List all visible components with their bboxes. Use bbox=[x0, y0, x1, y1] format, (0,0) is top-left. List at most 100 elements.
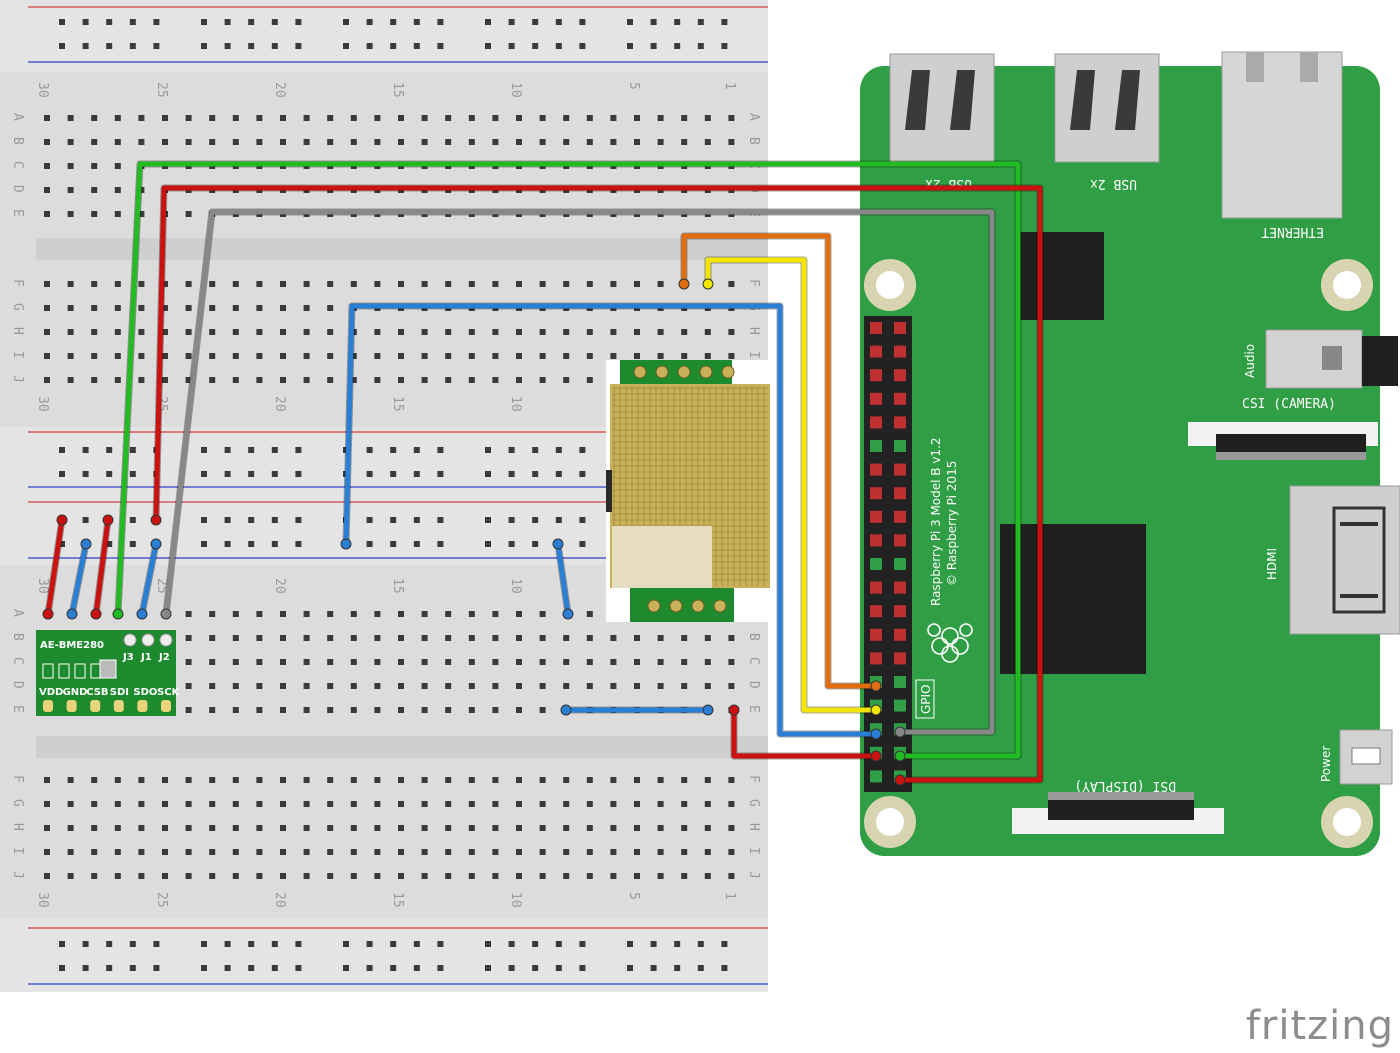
breadboard-hole bbox=[681, 777, 688, 783]
breadboard-hole bbox=[162, 777, 168, 783]
breadboard-hole bbox=[492, 801, 499, 807]
pi-model-text: Raspberry Pi 3 Model B v1.2 bbox=[929, 437, 943, 606]
breadboard-hole bbox=[162, 353, 168, 359]
breadboard-hole bbox=[657, 825, 664, 831]
breadboard-hole bbox=[681, 139, 688, 145]
solder-jumper bbox=[42, 663, 54, 679]
breadboard-hole bbox=[327, 305, 334, 311]
gpio-pin bbox=[870, 322, 882, 334]
column-number: 30 bbox=[35, 892, 50, 908]
rail-hole bbox=[579, 965, 586, 971]
breadboard-hole bbox=[232, 849, 239, 855]
breadboard-hole bbox=[303, 281, 310, 287]
pin-pad bbox=[161, 700, 171, 712]
breadboard-hole bbox=[539, 611, 546, 617]
breadboard-hole bbox=[704, 825, 711, 831]
power-rail-bottom bbox=[0, 918, 768, 992]
breadboard-hole bbox=[303, 377, 310, 383]
rail-hole bbox=[248, 941, 255, 947]
breadboard-hole bbox=[445, 329, 452, 335]
usb-port-1 bbox=[889, 53, 995, 163]
breadboard-hole bbox=[138, 353, 145, 359]
pin-label: GND bbox=[63, 687, 88, 698]
breadboard-hole bbox=[728, 777, 735, 783]
rail-hole bbox=[697, 19, 704, 25]
breadboard-hole bbox=[492, 281, 499, 287]
rail-hole bbox=[129, 43, 136, 49]
breadboard-hole bbox=[586, 659, 593, 665]
breadboard-hole bbox=[209, 659, 216, 665]
rail-hole bbox=[721, 941, 728, 947]
rail-hole bbox=[674, 43, 681, 49]
gpio-pin bbox=[870, 558, 882, 570]
breadboard-hole bbox=[681, 115, 688, 121]
breadboard-hole bbox=[44, 777, 50, 783]
breadboard-hole bbox=[91, 849, 98, 855]
breadboard-hole bbox=[350, 377, 357, 383]
rail-hole bbox=[390, 541, 397, 547]
breadboard-hole bbox=[539, 801, 546, 807]
pin-pad bbox=[43, 700, 53, 712]
breadboard-hole bbox=[162, 305, 168, 311]
breadboard-hole bbox=[44, 187, 50, 193]
breadboard-hole bbox=[67, 115, 74, 121]
breadboard-hole bbox=[539, 707, 546, 713]
breadboard-hole bbox=[586, 635, 593, 641]
row-letter: G bbox=[10, 799, 25, 807]
rail-hole bbox=[579, 941, 586, 947]
rail-hole bbox=[697, 43, 704, 49]
rail-hole bbox=[508, 471, 515, 477]
breadboard-hole bbox=[492, 635, 499, 641]
rail-hole bbox=[437, 541, 444, 547]
column-number: 5 bbox=[626, 82, 641, 90]
breadboard-hole bbox=[327, 849, 334, 855]
breadboard-hole bbox=[138, 329, 145, 335]
breadboard-hole bbox=[704, 683, 711, 689]
rail-hole bbox=[532, 19, 539, 25]
rail-hole bbox=[153, 19, 160, 25]
rail-hole bbox=[579, 471, 586, 477]
rail-hole bbox=[201, 43, 207, 49]
breadboard-hole bbox=[421, 825, 428, 831]
breadboard-hole bbox=[162, 115, 168, 121]
breadboard-hole bbox=[563, 115, 570, 121]
row-letter: J bbox=[10, 871, 25, 879]
breadboard-hole bbox=[610, 115, 617, 121]
breadboard-hole bbox=[563, 825, 570, 831]
breadboard-hole bbox=[138, 211, 145, 217]
row-letter: A bbox=[10, 113, 25, 121]
breadboard-hole bbox=[327, 353, 334, 359]
breadboard-hole bbox=[516, 659, 522, 665]
rail-hole bbox=[555, 941, 562, 947]
breadboard-hole bbox=[728, 329, 735, 335]
breadboard-hole bbox=[114, 329, 121, 335]
rail-hole bbox=[508, 541, 515, 547]
rail-hole bbox=[271, 541, 278, 547]
breadboard-hole bbox=[256, 353, 263, 359]
breadboard-hole bbox=[44, 825, 50, 831]
breadboard-hole bbox=[114, 211, 121, 217]
breadboard-hole bbox=[256, 873, 263, 879]
breadboard-hole bbox=[374, 659, 381, 665]
breadboard-hole bbox=[280, 659, 286, 665]
breadboard-hole bbox=[67, 825, 74, 831]
rail-hole bbox=[485, 471, 491, 477]
breadboard-hole bbox=[468, 353, 475, 359]
row-letter: F bbox=[10, 279, 25, 287]
breadboard-hole bbox=[468, 801, 475, 807]
breadboard-hole bbox=[681, 849, 688, 855]
breadboard-hole bbox=[114, 139, 121, 145]
rail-hole bbox=[437, 19, 444, 25]
breadboard-hole bbox=[634, 873, 640, 879]
rail-hole bbox=[201, 941, 207, 947]
breadboard-hole bbox=[303, 659, 310, 665]
rail-hole bbox=[224, 517, 231, 523]
breadboard-hole bbox=[421, 801, 428, 807]
jumper-pad bbox=[123, 633, 137, 647]
breadboard-hole bbox=[327, 683, 334, 689]
breadboard-hole bbox=[67, 801, 74, 807]
breadboard-hole bbox=[138, 849, 145, 855]
breadboard-hole bbox=[44, 139, 50, 145]
pin-pad bbox=[137, 700, 148, 712]
